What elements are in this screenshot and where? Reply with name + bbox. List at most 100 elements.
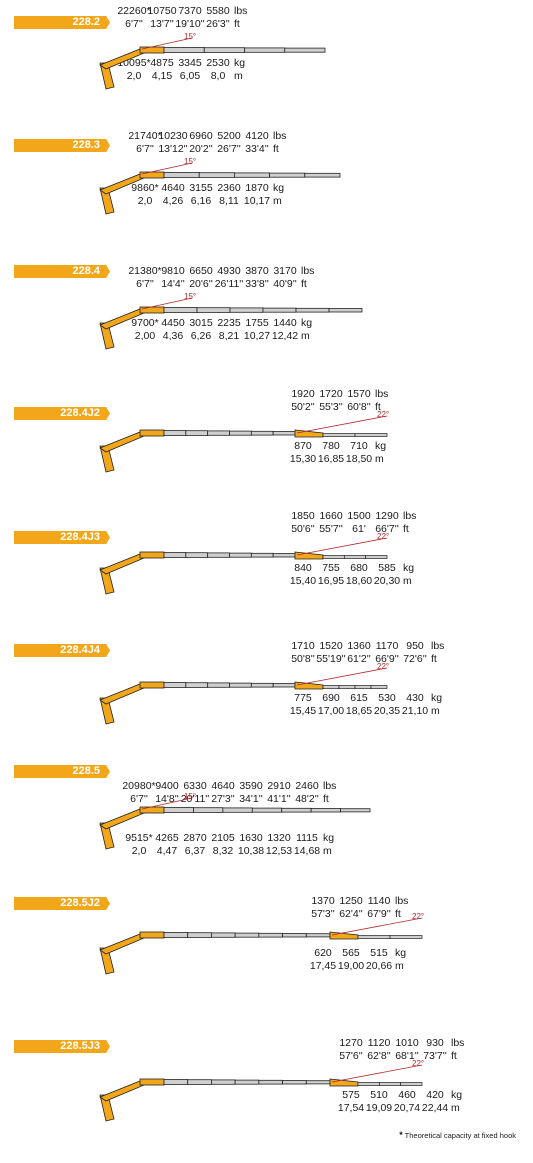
cell-lbs: 1660 <box>319 510 343 522</box>
unit-m: m <box>403 575 412 587</box>
unit-lbs: lbs <box>301 265 315 277</box>
unit-m: m <box>451 1102 460 1114</box>
crane-boom-extension <box>187 932 212 938</box>
cell-m: 18,60 <box>345 575 373 587</box>
cell-ft: 41'1'' <box>267 793 291 805</box>
crane-boom-extension <box>163 552 187 558</box>
crane-boom-extension <box>282 1080 307 1085</box>
cell-m: 14,68 <box>293 845 321 857</box>
cell-kg: 430 <box>406 692 424 704</box>
crane-boom-extension <box>229 430 252 436</box>
cell-kg: 565 <box>342 947 360 959</box>
cell-m: 8,0 <box>210 70 226 82</box>
cell-m: 21,10 <box>401 705 429 717</box>
cell-ft: 6'7'' <box>136 143 154 155</box>
angle-label: 22° <box>412 1059 424 1068</box>
cell-m: 10,27 <box>243 330 271 342</box>
cell-m: 10,17 <box>243 195 271 207</box>
crane-jib-extension <box>389 935 423 939</box>
cell-kg: 9860* <box>131 182 159 194</box>
cell-m: 2,0 <box>131 845 147 857</box>
crane-diagram: 22° <box>99 662 389 725</box>
cell-lbs: 21380* <box>128 265 162 277</box>
cell-lbs: 5200 <box>217 130 241 142</box>
crane-boom-extension <box>272 683 296 688</box>
cell-ft: 55'3'' <box>319 401 343 413</box>
crane-diagram: 15° <box>99 792 371 850</box>
crane-jib-extension <box>354 685 372 689</box>
angle-line <box>296 537 388 556</box>
angle-label: 22° <box>377 532 389 541</box>
crane-boom-extension <box>251 807 283 813</box>
cell-lbs: 9400 <box>155 780 179 792</box>
cell-kg: 780 <box>322 440 340 452</box>
angle-label: 15° <box>184 792 196 801</box>
crane-boom-extension <box>229 552 252 558</box>
cell-m: 2,0 <box>137 195 153 207</box>
cell-kg: 2235 <box>217 317 241 329</box>
cell-kg: 690 <box>322 692 340 704</box>
model-tag: 228.5 <box>14 765 110 778</box>
crane-boom-extension <box>284 47 326 53</box>
angle-label: 15° <box>184 32 196 41</box>
cell-lbs: 21740* <box>128 130 162 142</box>
cell-ft: 20'2'' <box>189 143 213 155</box>
crane-inner-arm <box>99 308 145 330</box>
cell-m: 8,21 <box>218 330 240 342</box>
crane-boom-extension <box>295 307 330 313</box>
crane-jib-extension <box>343 555 367 559</box>
unit-lbs: lbs <box>395 895 409 907</box>
cell-ft: 60'8'' <box>347 401 371 413</box>
crane-boom-extension <box>272 431 296 436</box>
crane-diagram: 22° <box>99 532 389 595</box>
crane-diagram: 15° <box>99 157 341 215</box>
cell-ft: 57'3'' <box>311 908 335 920</box>
cell-ft: 61' <box>352 523 366 535</box>
cell-m: 10,38 <box>237 845 265 857</box>
cell-ft: 73'7'' <box>423 1050 447 1062</box>
crane-jib-extension <box>370 685 388 689</box>
crane-inner-arm <box>99 933 145 955</box>
cell-m: 15,30 <box>289 453 317 465</box>
cell-kg: 1630 <box>239 832 263 844</box>
crane-jib-extension <box>357 935 391 939</box>
angle-line <box>141 297 193 310</box>
unit-ft: ft <box>301 278 307 290</box>
crane-boom-base <box>139 171 165 179</box>
crane-boom-extension <box>328 308 363 313</box>
crane-diagram: 22° <box>99 1059 424 1122</box>
cell-ft: 55'19'' <box>316 653 346 665</box>
crane-boom-base <box>139 306 165 314</box>
crane-boom-extension <box>185 430 209 436</box>
crane-inner-arm <box>99 683 145 705</box>
crane-inner-arm <box>99 553 145 575</box>
crane-boom-extension <box>340 808 371 813</box>
crane-boom-extension <box>222 807 253 813</box>
crane-jib-extension <box>354 433 388 437</box>
crane-boom-extension <box>163 47 205 53</box>
crane-boom-extension <box>185 552 209 558</box>
crane-boom-extension <box>281 807 312 813</box>
model-tag: 228.2 <box>14 16 110 29</box>
cell-ft: 13'12'' <box>158 143 188 155</box>
cell-ft: 6'7'' <box>125 18 143 30</box>
model-tag: 228.5J2 <box>14 897 110 910</box>
crane-boom-extension <box>234 932 260 938</box>
cell-ft: 33'4'' <box>245 143 269 155</box>
cell-ft: 72'6'' <box>403 653 427 665</box>
cell-kg: 1115 <box>296 832 318 844</box>
cell-m: 4,26 <box>162 195 184 207</box>
model-tag: 228.3 <box>14 139 110 152</box>
cell-m: 6,05 <box>179 70 201 82</box>
cell-kg: 775 <box>294 692 312 704</box>
cell-ft: 55'7'' <box>319 523 343 535</box>
cell-kg: 515 <box>370 947 388 959</box>
cell-kg: 2105 <box>211 832 235 844</box>
crane-boom-extension <box>250 552 274 558</box>
